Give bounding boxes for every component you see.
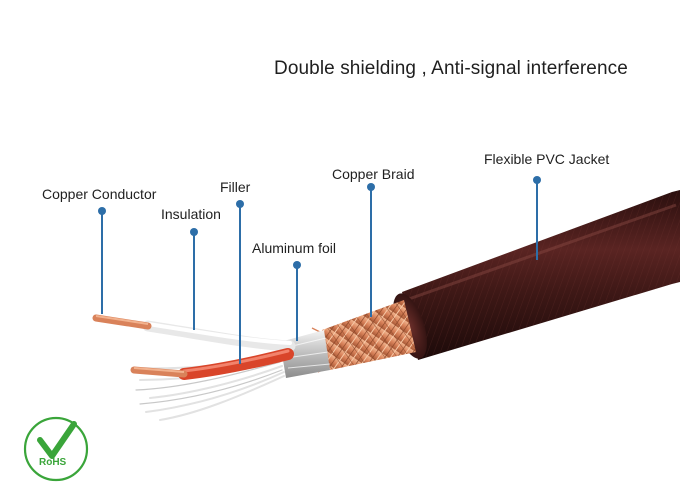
label-aluminum-foil: Aluminum foil bbox=[252, 240, 337, 256]
label-copper-conductor: Copper Conductor bbox=[42, 186, 157, 202]
label-filler: Filler bbox=[220, 179, 251, 195]
pointer-line-foil bbox=[296, 267, 298, 341]
label-pvc-jacket: Flexible PVC Jacket bbox=[484, 151, 610, 167]
pointer-line-jacket bbox=[536, 182, 538, 260]
label-insulation: Insulation bbox=[161, 206, 221, 222]
pointer-line-insulation bbox=[193, 234, 195, 330]
pointer-dot-insulation bbox=[190, 228, 198, 236]
pointer-dot-foil bbox=[293, 261, 301, 269]
pointer-dot-jacket bbox=[533, 176, 541, 184]
pointer-line-braid bbox=[370, 189, 372, 317]
label-copper-braid: Copper Braid bbox=[332, 166, 415, 182]
page-title: Double shielding , Anti-signal interfere… bbox=[274, 58, 628, 79]
pointer-dot-conductor bbox=[98, 207, 106, 215]
rohs-badge bbox=[23, 416, 89, 482]
pointer-line-conductor bbox=[101, 213, 103, 314]
rohs-label: RoHS bbox=[39, 457, 67, 468]
check-icon bbox=[37, 421, 77, 459]
pointer-dot-filler bbox=[236, 200, 244, 208]
pointer-dot-braid bbox=[367, 183, 375, 191]
pointer-line-filler bbox=[239, 206, 241, 364]
